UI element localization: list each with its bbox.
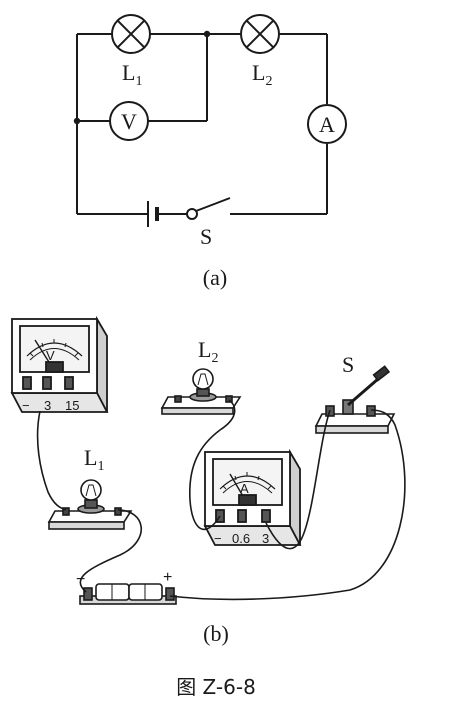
voltmeter-terminal-15: 15 — [65, 398, 79, 413]
switch-symbol — [186, 197, 231, 220]
switch-label-a: S — [200, 224, 212, 249]
ammeter-symbol — [307, 104, 347, 144]
ammeter-terminal-3: 3 — [262, 531, 269, 546]
wire-voltmeter-to-l1 — [36, 410, 67, 511]
lamp-l1-label-b: L1 — [84, 445, 104, 474]
lamp-l2-label-a: L2 — [252, 60, 272, 89]
lamp-l1-symbol — [111, 14, 151, 54]
voltmeter-face-letter: V — [46, 348, 55, 363]
lamp-l2-symbol — [240, 14, 280, 54]
wire-switch-to-ammeter — [265, 409, 331, 550]
lamp-l1-device — [47, 479, 133, 530]
lamp-l2-device — [160, 368, 242, 415]
voltmeter-symbol-letter: V — [121, 109, 137, 134]
battery-device — [79, 583, 177, 605]
lamp-l2-label-b: L2 — [198, 337, 218, 366]
wires-b — [36, 399, 406, 601]
switch-label-b: S — [342, 352, 354, 377]
junction-dot-left — [73, 117, 81, 125]
caption-a: (a) — [203, 265, 227, 290]
battery-plus-label: + — [163, 569, 172, 586]
junction-dot-top — [203, 30, 211, 38]
ammeter-terminal-0.6: 0.6 — [232, 531, 250, 546]
ammeter-terminal-minus: − — [214, 531, 222, 546]
voltmeter-symbol — [109, 101, 149, 141]
figure-caption: 图 Z-6-8 — [176, 675, 256, 699]
ammeter-face-letter: A — [240, 481, 249, 496]
voltmeter-terminal-3: 3 — [44, 398, 51, 413]
battery-symbol — [147, 201, 159, 227]
wire-l1-to-battery — [79, 509, 142, 593]
caption-b: (b) — [203, 621, 229, 646]
voltmeter-device — [10, 315, 109, 413]
lamp-l1-label-a: L1 — [122, 60, 142, 89]
voltmeter-terminal-minus: − — [22, 398, 30, 413]
wire-ammeter-to-l2 — [189, 399, 236, 530]
schematic-a — [76, 33, 328, 215]
wire-battery-to-switch — [169, 409, 406, 601]
switch-device — [314, 365, 396, 434]
ammeter-symbol-letter: A — [319, 112, 335, 137]
